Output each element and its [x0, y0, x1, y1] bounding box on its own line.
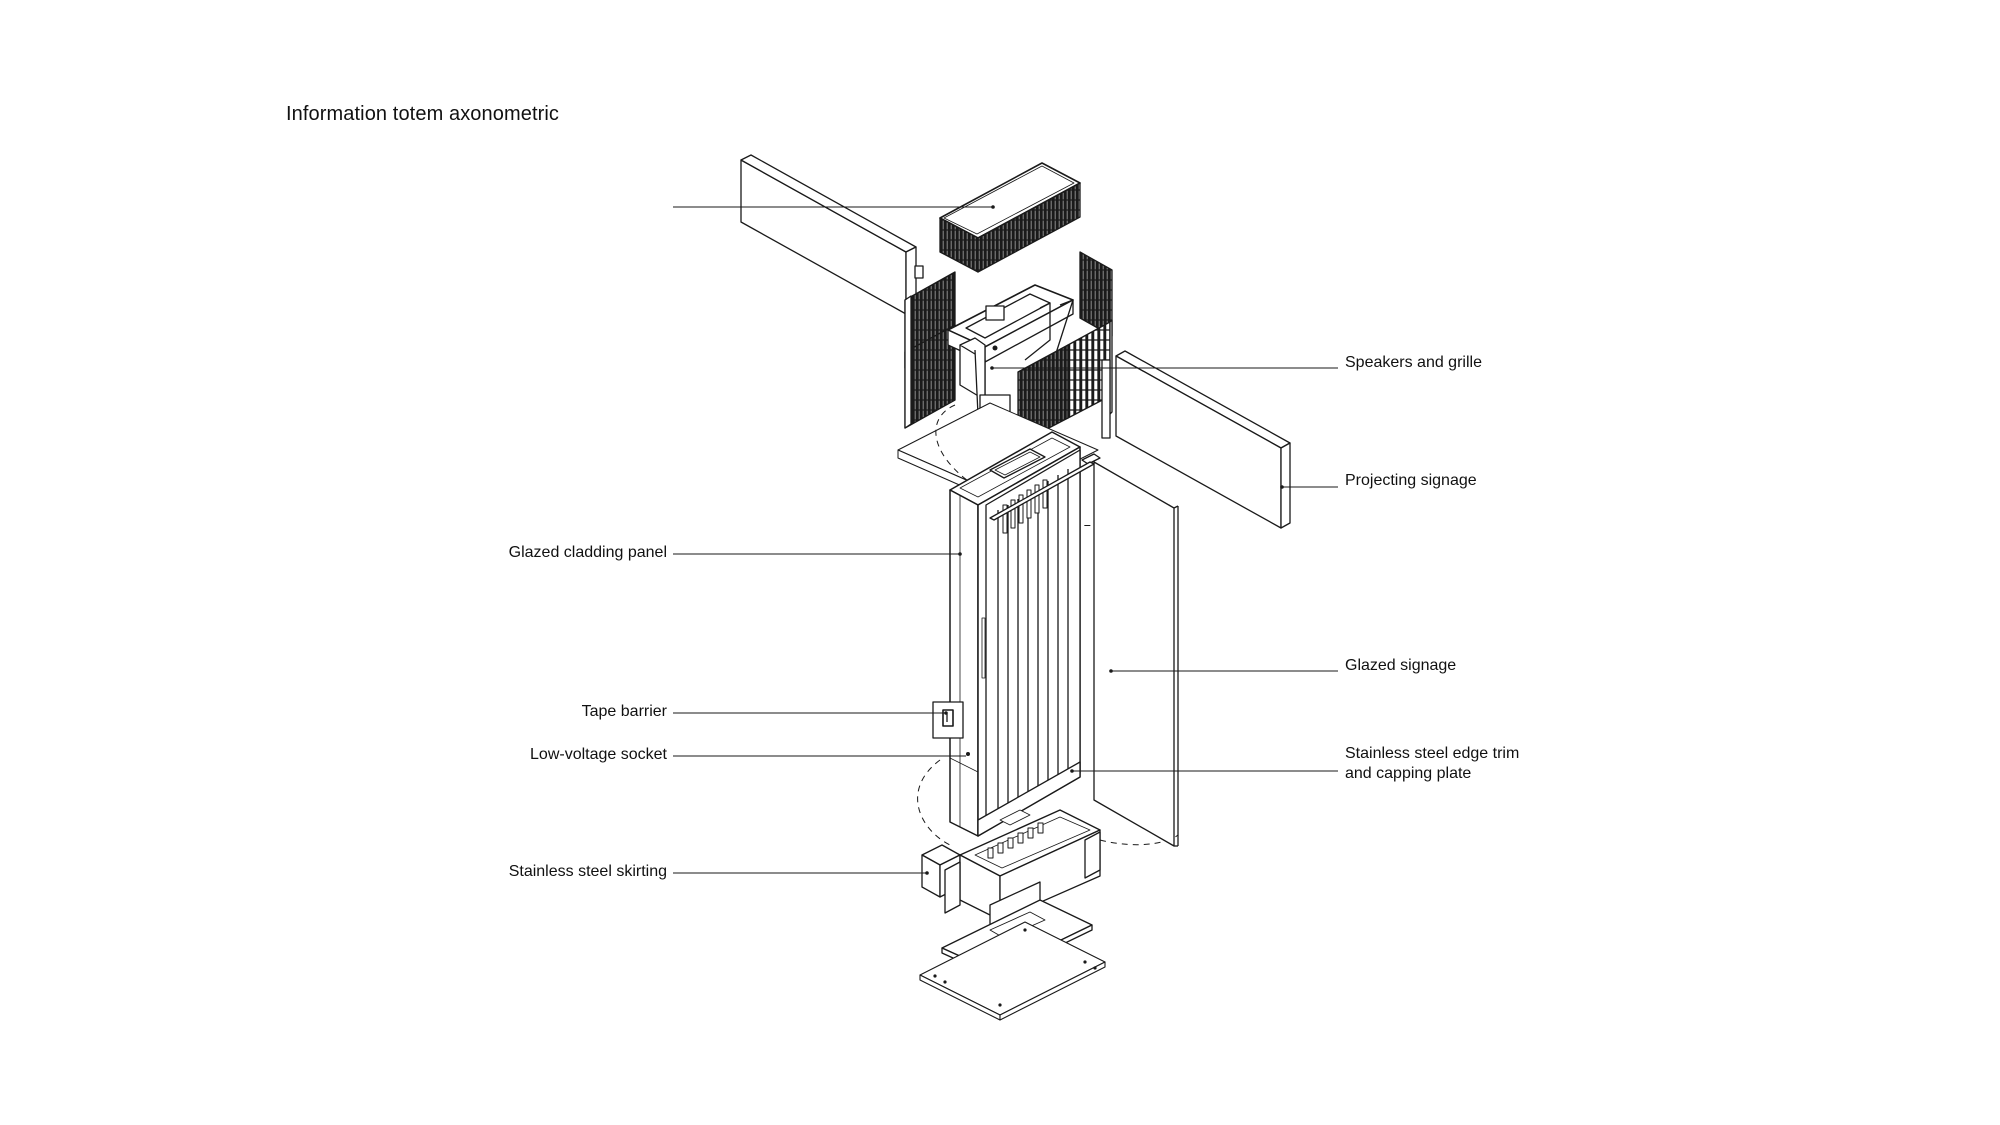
label-edge-trim-line1: Stainless steel edge trim: [1345, 745, 1520, 762]
label-stainless-steel-skirting: Stainless steel skirting: [508, 863, 667, 880]
label-speakers-and-grille: Speakers and grille: [1345, 354, 1482, 371]
label-projecting-signage: Projecting signage: [1345, 472, 1477, 489]
projecting-sign-left: [741, 155, 923, 314]
grille-panel-right: [1018, 252, 1112, 444]
glazed-signage-panel: [1082, 454, 1178, 846]
label-tape-barrier: Tape barrier: [581, 703, 667, 720]
leader-lines: [673, 205, 1338, 875]
top-cap-box: [940, 163, 1080, 272]
label-low-voltage-socket: Low-voltage socket: [530, 746, 667, 763]
label-edge-trim-line2: and capping plate: [1345, 765, 1472, 782]
label-glazed-signage: Glazed signage: [1345, 657, 1457, 674]
page-title: Information totem axonometric: [286, 103, 560, 125]
projecting-sign-right: [1102, 351, 1290, 528]
main-column: [933, 432, 1094, 836]
label-glazed-cladding-panel: Glazed cladding panel: [508, 544, 667, 561]
plinth: [920, 882, 1105, 1020]
grille-panel-left: [905, 272, 955, 428]
